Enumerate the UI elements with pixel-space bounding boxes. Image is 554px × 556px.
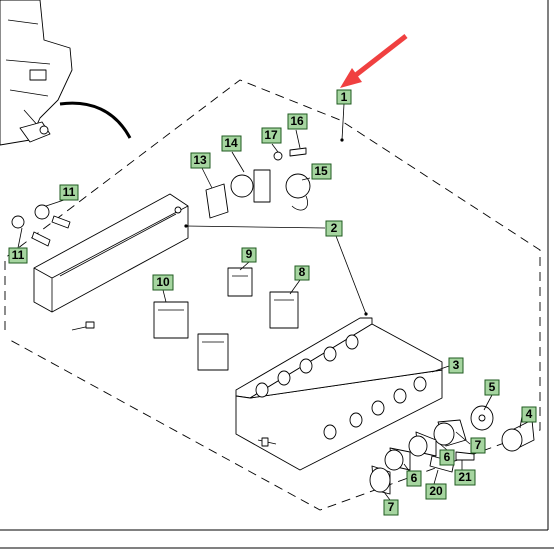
callout-2-label: 2 [331,221,338,235]
callout-8: 8 [294,265,310,281]
machine-fragment [0,0,132,146]
callout-10-label: 10 [156,275,170,289]
callout-14: 14 [221,135,242,152]
enclosure-box [33,193,189,331]
callout-4: 4 [521,406,537,423]
callout-11a-label: 11 [63,185,76,199]
callout-5-label: 5 [489,380,496,394]
cable-glands [11,204,71,247]
callout-11b: 11 [8,247,28,264]
callout-7a: 7 [470,437,486,454]
front-plate [235,317,443,471]
connector-assembly [205,147,311,219]
callout-6a: 6 [439,449,455,466]
callout-7a-label: 7 [475,438,482,452]
callout-21: 21 [454,469,476,486]
leader-lines [17,103,523,501]
callout-7b-label: 7 [388,500,395,514]
callout-15: 15 [311,163,332,180]
callout-1: 1 [336,89,352,105]
callout-2: 2 [325,220,343,237]
callout-17-label: 17 [264,128,278,142]
assembly-boundary [4,79,541,511]
callout-20-label: 20 [429,484,443,498]
callout-16: 16 [287,113,308,130]
callout-6a-label: 6 [444,450,451,464]
callout-17: 17 [261,127,282,144]
callout-9-label: 9 [246,247,253,261]
callout-14-label: 14 [224,136,238,150]
callout-5: 5 [484,379,500,396]
pointer-arrow-icon [340,34,408,88]
pushbuttons [369,405,535,495]
callout-3: 3 [448,357,464,374]
callout-20: 20 [425,483,447,500]
callout-7b: 7 [383,499,399,516]
callout-9: 9 [241,247,257,263]
callout-11b-label: 11 [12,248,25,262]
callout-1-label: 1 [341,90,348,104]
callout-13: 13 [190,152,211,169]
callout-10: 10 [152,274,174,291]
callout-3-label: 3 [453,358,460,372]
callout-6b-label: 6 [411,471,418,485]
callout-16-label: 16 [290,114,304,128]
callout-6b: 6 [406,470,422,487]
callout-8-label: 8 [299,265,306,279]
callout-21-label: 21 [458,470,472,484]
contact-blocks [153,267,299,371]
callout-15-label: 15 [314,164,328,178]
callout-11a: 11 [59,184,79,201]
callout-4-label: 4 [526,407,533,421]
callout-13-label: 13 [193,153,207,167]
